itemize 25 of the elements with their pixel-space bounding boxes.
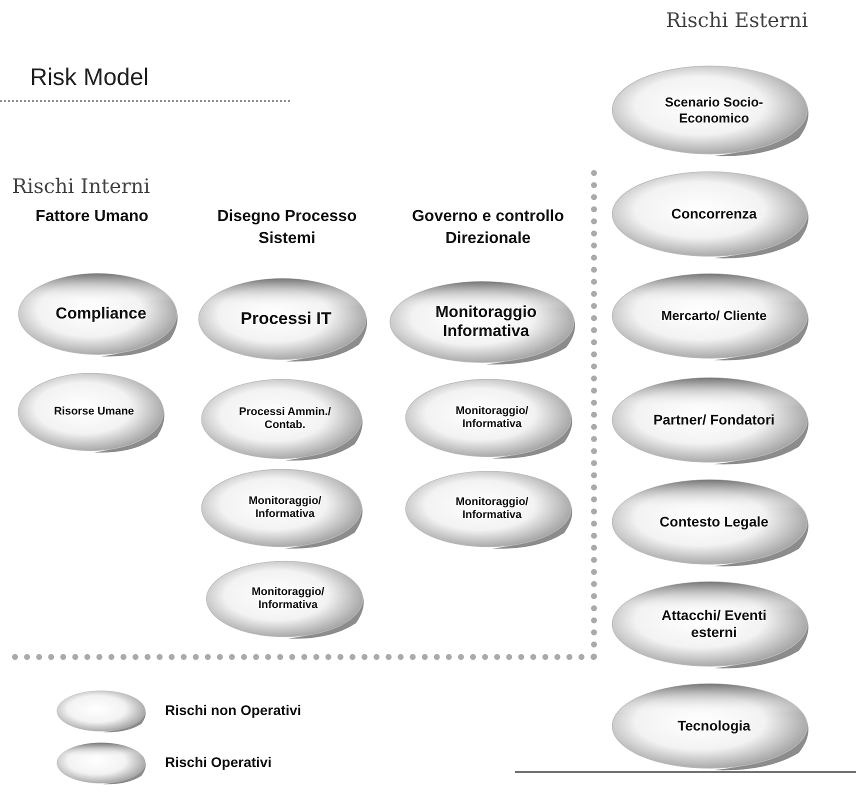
node-label: Monitoraggio/ Informativa xyxy=(454,496,530,522)
node-label: Processi IT xyxy=(240,308,332,330)
node-label: Monitoraggio/ Informativa xyxy=(250,586,326,612)
column-heading: Disegno Processo Sistemi xyxy=(216,207,358,250)
panel-heading: Rischi Interni xyxy=(12,174,150,198)
title: Risk Model xyxy=(30,64,149,92)
node-label: Contesto Legale xyxy=(658,514,770,530)
node-label: Attacchi/ Eventi esterni xyxy=(660,607,768,641)
legend-label: Rischi Operativi xyxy=(165,754,272,770)
node-label: Partner/ Fondatori xyxy=(652,412,776,428)
node-label: Compliance xyxy=(54,304,148,324)
node-label: Mercarto/ Cliente xyxy=(660,308,768,324)
node-label: Concorrenza xyxy=(670,206,758,222)
node-label: Scenario Socio-Economico xyxy=(664,94,764,126)
node-label: Tecnologia xyxy=(676,718,752,734)
legend-label: Rischi non Operativi xyxy=(165,702,302,718)
node-label: Monitoraggio/ Informativa xyxy=(454,404,530,432)
node-label: Monitoraggio Informativa xyxy=(434,302,538,342)
node-label: Risorse Umane xyxy=(52,405,136,419)
section-heading: Rischi Esterni xyxy=(664,7,810,34)
node-label: Processi Ammin./ Contab. xyxy=(238,406,332,432)
column-heading: Governo e controllo Direzionale xyxy=(410,207,565,250)
node-label: Monitoraggio/ Informativa xyxy=(248,494,322,522)
panel-frame xyxy=(12,170,597,660)
column-heading: Fattore Umano xyxy=(34,207,150,227)
